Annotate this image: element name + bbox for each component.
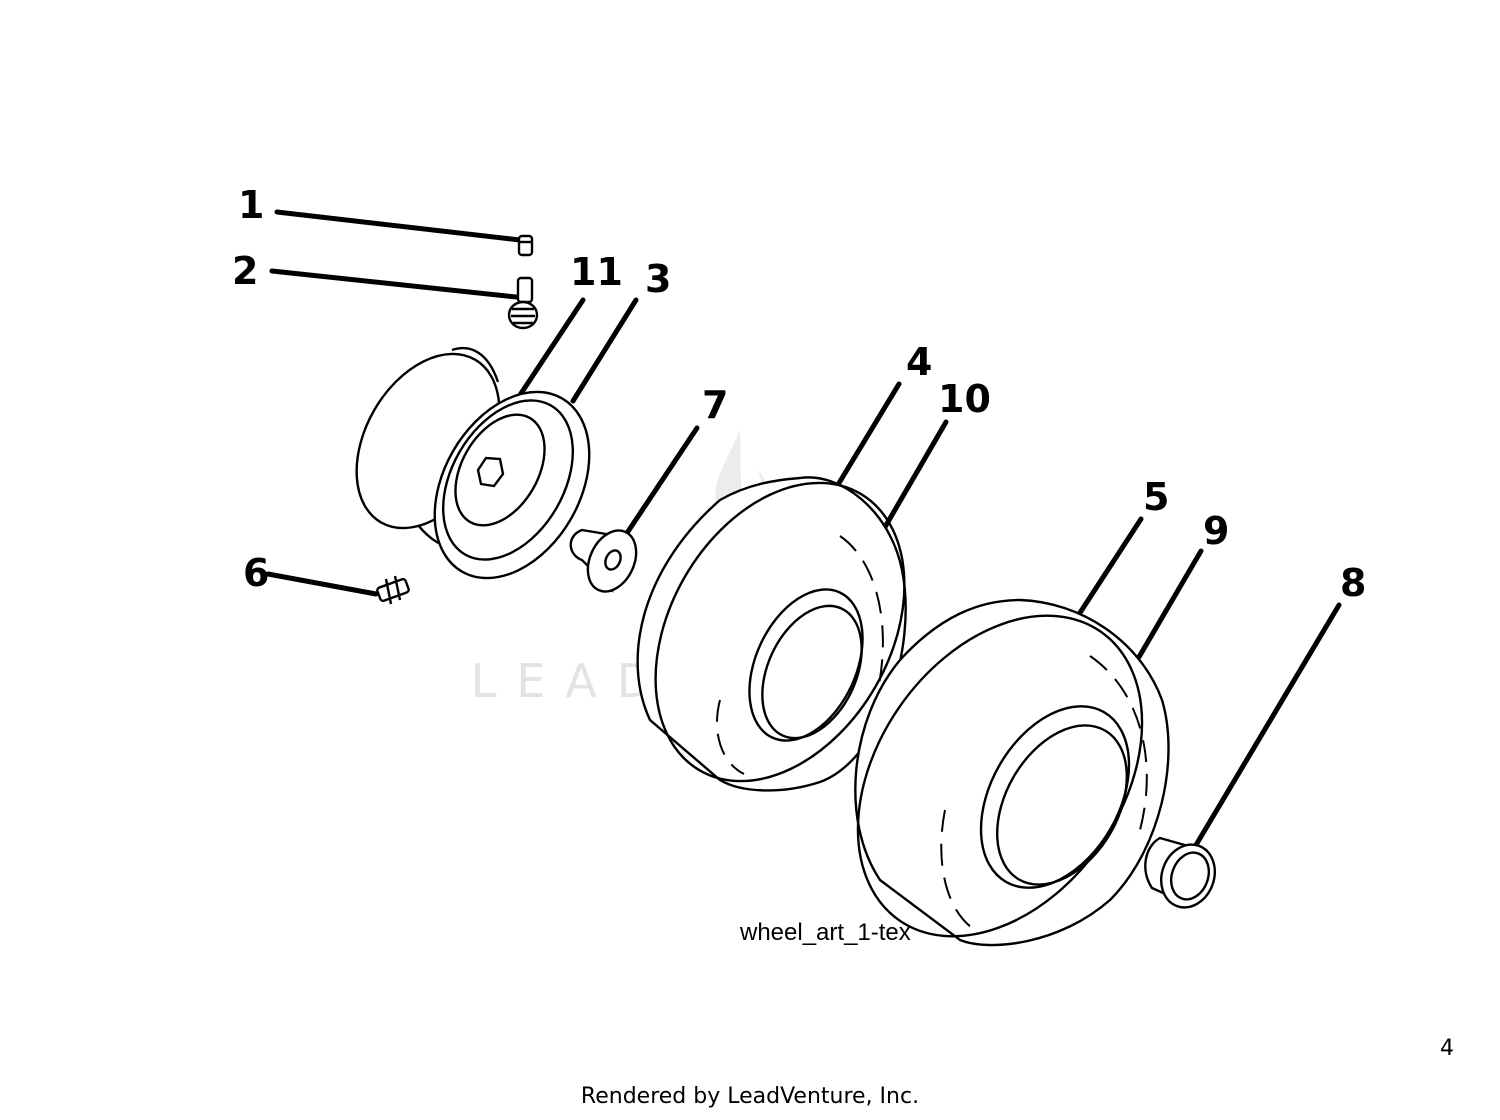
part-8-hub-cap xyxy=(1144,836,1216,909)
callout-5: 5 xyxy=(1143,475,1169,519)
art-label: wheel_art_1-tex xyxy=(739,919,911,946)
part-1-cap xyxy=(517,234,534,257)
callout-8: 8 xyxy=(1340,561,1366,605)
callout-4: 4 xyxy=(906,340,932,384)
leader-lines xyxy=(265,209,1342,848)
footer-credit: Rendered by LeadVenture, Inc. xyxy=(581,1084,919,1109)
part-7-bushing xyxy=(569,528,638,593)
callout-2: 2 xyxy=(232,249,258,293)
tire-front xyxy=(636,476,907,792)
tire-rear xyxy=(854,598,1170,947)
part-6-bolt xyxy=(376,575,410,605)
callout-10: 10 xyxy=(938,377,991,421)
callout-7: 7 xyxy=(702,383,728,427)
wheel-rim xyxy=(355,346,591,580)
callout-6: 6 xyxy=(243,551,269,595)
callout-numbers: 1 2 11 3 7 4 10 5 9 8 6 xyxy=(232,183,1366,605)
callout-1: 1 xyxy=(238,183,264,227)
callout-3: 3 xyxy=(645,257,671,301)
callout-11: 11 xyxy=(570,250,623,294)
part-2-valve-stem xyxy=(507,276,539,330)
callout-9: 9 xyxy=(1203,509,1229,553)
corner-mark: 4 xyxy=(1440,1036,1454,1061)
